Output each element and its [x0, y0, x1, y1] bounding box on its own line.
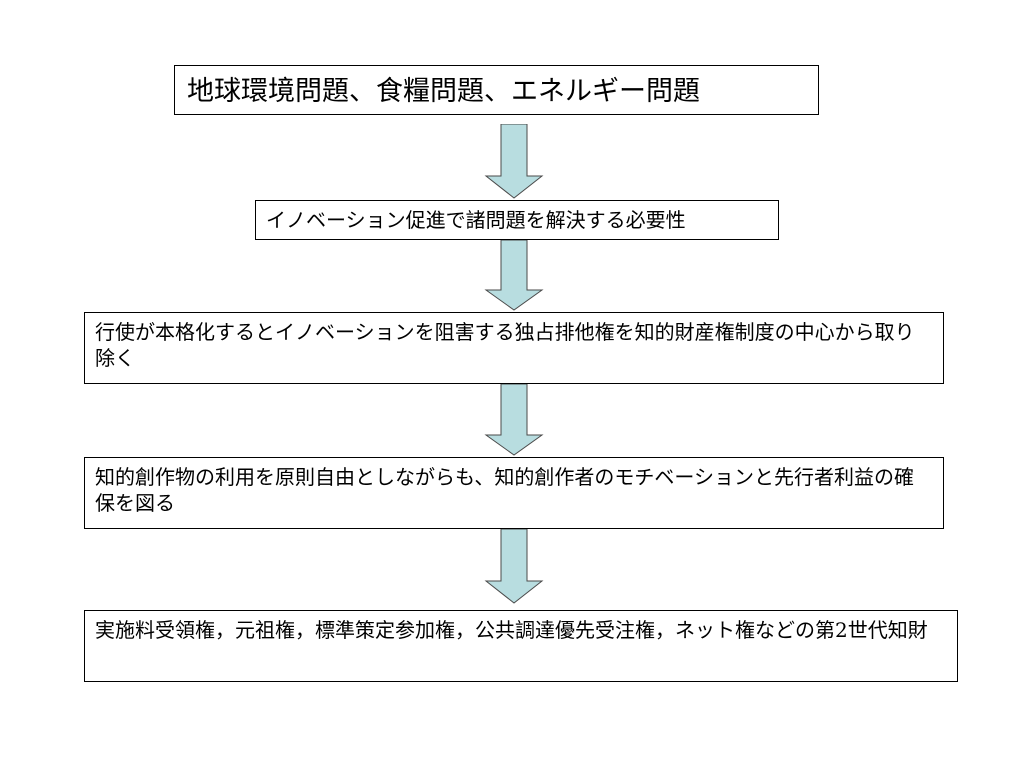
flow-step-4-box: 知的創作物の利用を原則自由としながらも、知的創作者のモチベーションと先行者利益の…: [84, 457, 944, 529]
flow-step-3-box: 行使が本格化するとイノベーションを阻害する独占排他権を知的財産権制度の中心から取…: [84, 312, 944, 384]
down-arrow-1-icon: [484, 124, 544, 199]
flow-step-5-text: 実施料受領権，元祖権，標準策定参加権，公共調達優先受注権，ネット権などの第2世代…: [95, 618, 928, 642]
flow-step-5-box: 実施料受領権，元祖権，標準策定参加権，公共調達優先受注権，ネット権などの第2世代…: [84, 610, 958, 682]
flow-step-2-text: イノベーション促進で諸問題を解決する必要性: [266, 208, 686, 232]
down-arrow-3-icon: [484, 384, 544, 456]
flow-step-4-text: 知的創作物の利用を原則自由としながらも、知的創作者のモチベーションと先行者利益の…: [95, 465, 914, 515]
flow-step-3-text: 行使が本格化するとイノベーションを阻害する独占排他権を知的財産権制度の中心から取…: [95, 320, 915, 370]
flow-step-2-box: イノベーション促進で諸問題を解決する必要性: [255, 200, 779, 240]
down-arrow-2-icon: [484, 240, 544, 311]
flow-step-1-box: 地球環境問題、食糧問題、エネルギー問題: [174, 65, 819, 115]
down-arrow-4-icon: [484, 529, 544, 604]
flow-step-1-text: 地球環境問題、食糧問題、エネルギー問題: [187, 76, 700, 107]
